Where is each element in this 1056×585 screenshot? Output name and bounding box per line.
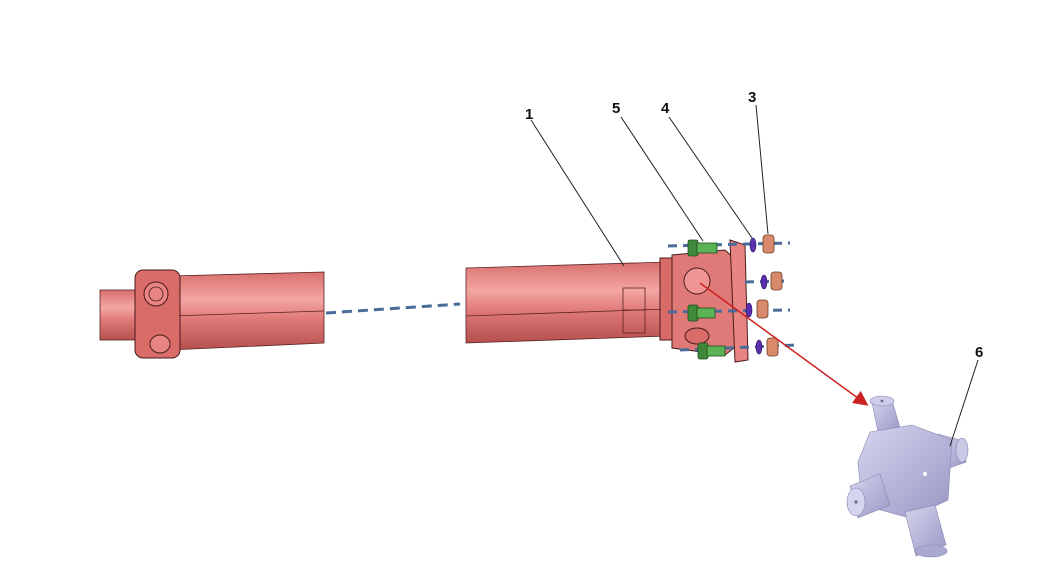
callout-6: 6 [975,344,983,361]
leader-line-5 [620,116,704,242]
nut-icon [762,234,775,254]
callout-1: 1 [525,106,533,123]
leader-line-1 [530,119,625,267]
nut-icon [756,299,769,319]
callout-5: 5 [612,100,620,117]
washer-icon [755,339,763,355]
washer-icon [745,302,753,318]
washer-icon [749,237,757,253]
callout-3: 3 [748,89,756,106]
leader-lines [530,104,979,447]
bolt-icon [687,239,718,257]
bolt-icon [687,304,716,322]
detail-arrow [699,282,869,406]
universal-joint-spider [846,395,969,558]
callout-4: 4 [661,100,670,117]
left-shaft-section [99,269,325,359]
main-shaft-tube [465,261,669,344]
nuts [756,234,783,357]
bolt-icon [697,342,726,360]
leader-line-3 [755,104,769,235]
bolts [687,239,726,360]
callout-labels: 1 5 4 3 6 [525,89,983,361]
leader-line-4 [668,116,753,239]
leader-line-6 [949,359,979,447]
nut-icon [770,271,783,291]
shaft-axis-line [325,302,461,315]
left-yoke [134,269,181,359]
nut-icon [766,337,779,357]
washer-icon [760,274,768,290]
washers [745,237,768,355]
right-yoke-flange [659,239,749,363]
